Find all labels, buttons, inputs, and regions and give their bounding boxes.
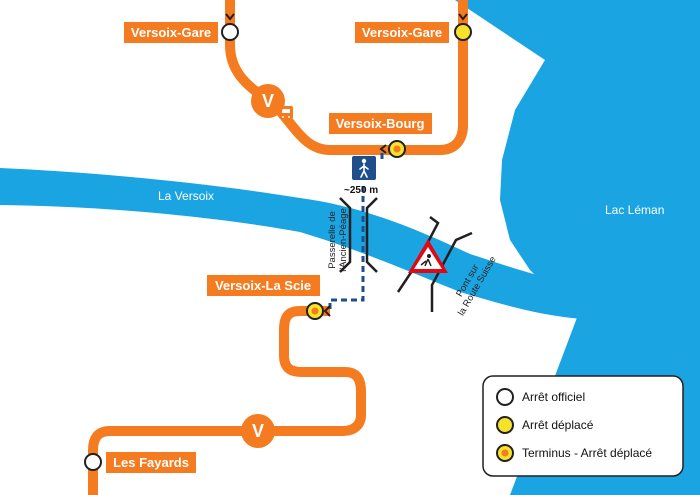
river-label: La Versoix	[158, 189, 214, 203]
lake-leman	[455, 0, 700, 495]
stop-marker-versoix-bourg	[388, 140, 406, 158]
svg-text:Versoix-La Scie: Versoix-La Scie	[215, 278, 311, 293]
svg-text:Les Fayards: Les Fayards	[113, 455, 189, 470]
svg-text:V: V	[262, 91, 274, 111]
stop-label-versoix-la-scie: Versoix-La Scie	[207, 275, 320, 296]
walkway-path	[328, 153, 384, 310]
stop-label-les-fayards: Les Fayards	[106, 452, 196, 473]
svg-text:Terminus - Arrêt déplacé: Terminus - Arrêt déplacé	[522, 446, 652, 460]
footbridge-label: Passerelle de l'Ancien-Péage	[327, 208, 349, 272]
stop-marker-les-fayards	[84, 453, 102, 471]
svg-text:l'Ancien-Péage: l'Ancien-Péage	[338, 208, 349, 272]
lake-label: Lac Léman	[605, 203, 664, 217]
line-badge-top: V	[251, 84, 285, 118]
stop-marker-versoix-gare-right	[454, 23, 472, 41]
svg-text:Versoix-Bourg: Versoix-Bourg	[336, 116, 425, 131]
stop-label-versoix-gare-right: Versoix-Gare	[355, 22, 449, 43]
river-versoix	[0, 168, 600, 320]
stop-label-versoix-bourg: Versoix-Bourg	[329, 113, 432, 134]
direction-arrow	[225, 13, 235, 21]
footbridge	[339, 197, 378, 273]
svg-text:V: V	[252, 421, 264, 441]
legend-item-moved: Arrêt déplacé	[496, 416, 594, 434]
route-line-upper	[225, 0, 468, 155]
legend-item-official: Arrêt officiel	[496, 388, 585, 406]
svg-text:Versoix-Gare: Versoix-Gare	[362, 25, 442, 40]
stop-label-versoix-gare-left: Versoix-Gare	[124, 22, 218, 43]
direction-arrow	[458, 13, 468, 21]
svg-text:Versoix-Gare: Versoix-Gare	[131, 25, 211, 40]
legend: Arrêt officiel Arrêt déplacé Terminus - …	[482, 375, 684, 477]
svg-text:Passerelle de: Passerelle de	[327, 211, 338, 269]
direction-arrow	[379, 144, 387, 154]
stop-marker-versoix-gare-left	[221, 23, 239, 41]
direction-arrow	[323, 305, 331, 317]
svg-text:Arrêt déplacé: Arrêt déplacé	[522, 418, 594, 432]
svg-text:Arrêt officiel: Arrêt officiel	[522, 390, 585, 404]
roadworks-warning-icon	[408, 239, 448, 273]
stop-marker-versoix-la-scie	[306, 302, 324, 320]
pedestrian-icon	[352, 156, 376, 180]
walkway-distance: ~250 m	[344, 185, 378, 196]
route-line-lower	[88, 306, 366, 495]
legend-item-terminus: Terminus - Arrêt déplacé	[496, 444, 652, 462]
line-badge-bottom: V	[241, 414, 275, 448]
